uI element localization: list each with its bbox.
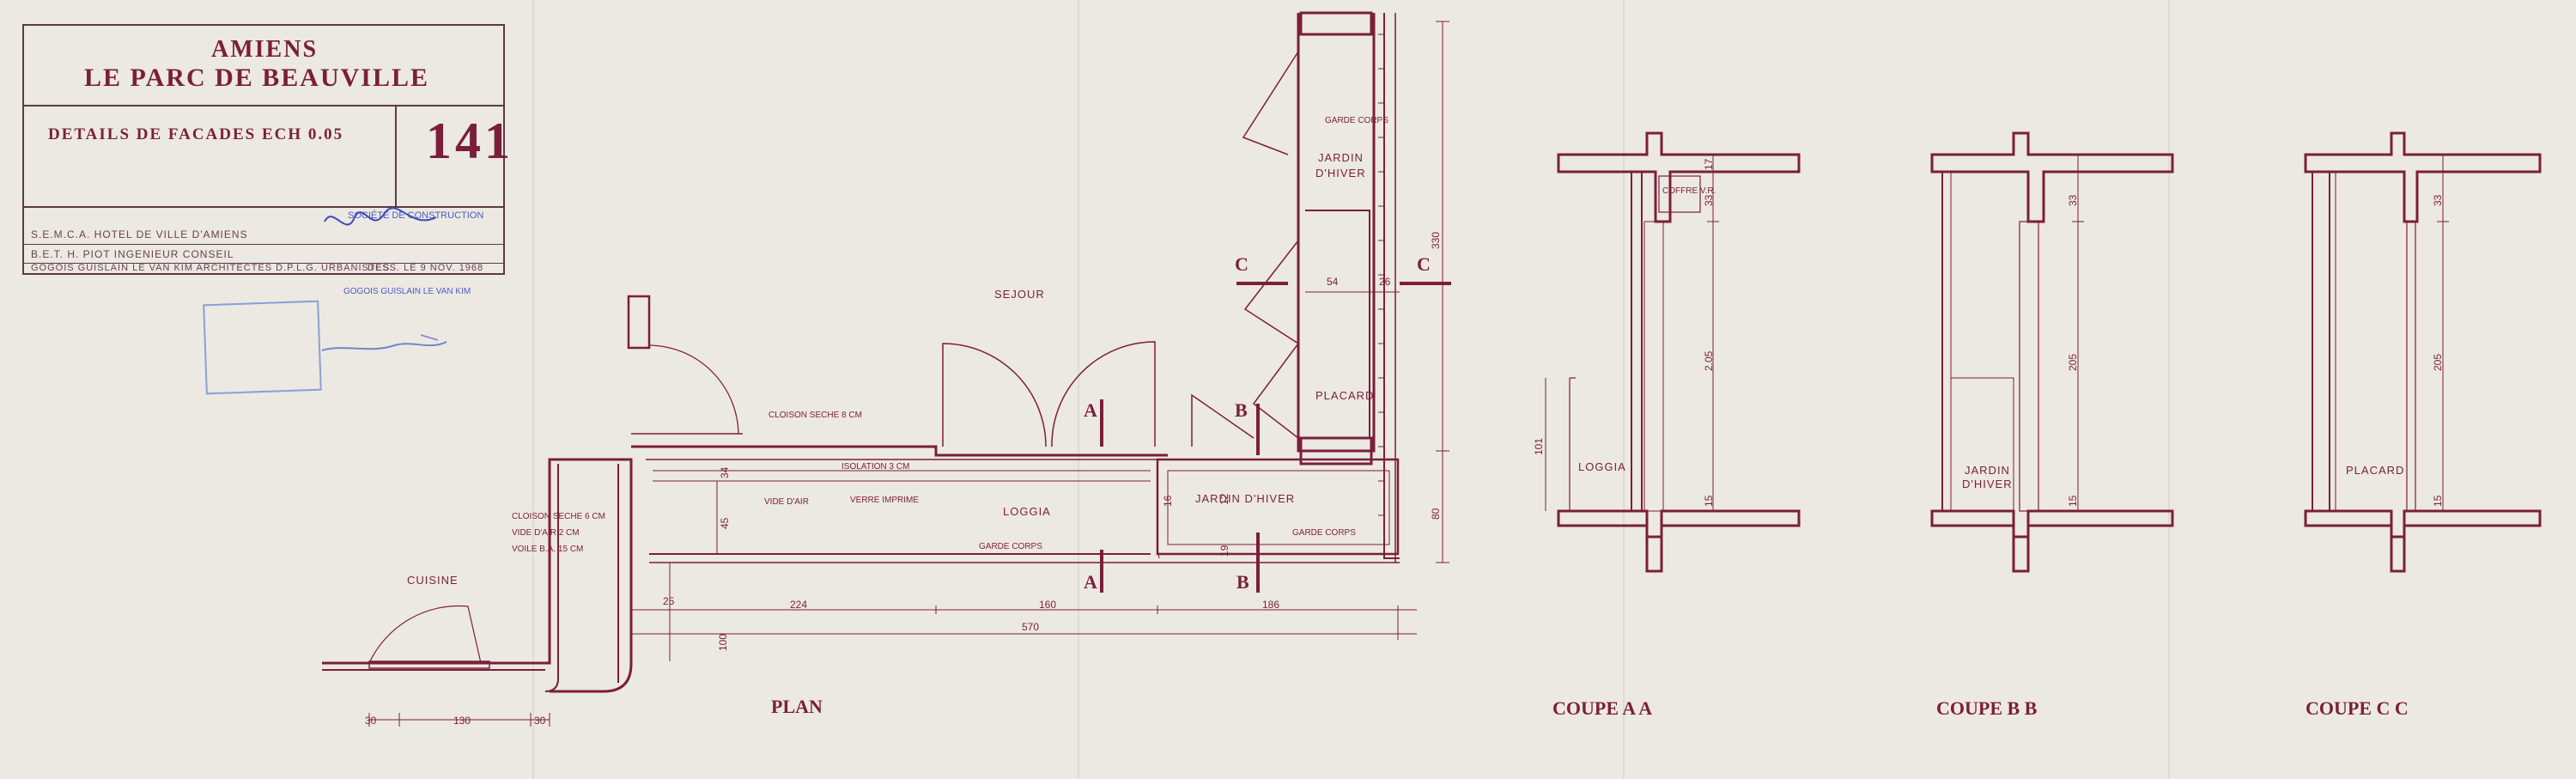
coupe-cc-d33: 33	[2432, 194, 2444, 206]
owner-line: S.E.M.C.A. HOTEL DE VILLE D'AMIENS	[31, 228, 248, 240]
coupe-aa-loggia: LOGGIA	[1578, 460, 1626, 473]
dess-line: DESS. LE 9 NOV. 1968	[368, 263, 484, 273]
dim-16: 16	[1162, 495, 1174, 507]
label-cloison-seche-6: CLOISON SECHE 6 CM	[512, 512, 605, 521]
coupe-aa-d15: 15	[1703, 495, 1715, 507]
title-city: AMIENS	[211, 36, 319, 63]
label-verre-imprime: VERRE IMPRIME	[850, 496, 919, 505]
marker-c-right: C	[1417, 253, 1431, 275]
dim-19: 19	[1218, 545, 1230, 557]
dim-26: 26	[1379, 276, 1391, 288]
title-project: LE PARC DE BEAUVILLE	[84, 64, 430, 92]
marker-c-left: C	[1235, 253, 1249, 275]
sheet-number: 141	[426, 113, 513, 169]
sheet-title: DETAILS DE FACADES ECH 0.05	[48, 125, 344, 143]
coupe-cc-d15: 15	[2432, 495, 2444, 507]
marker-a-top: A	[1084, 399, 1097, 421]
coupe-aa-d101: 101	[1533, 438, 1545, 455]
marker-b-top: B	[1235, 399, 1248, 421]
coupe-cc-title: COUPE C C	[2306, 697, 2409, 719]
label-voile-ba: VOILE B.A. 15 CM	[512, 545, 583, 554]
label-garde-corps-2: GARDE CORPS	[1292, 528, 1356, 538]
coupe-cc-placard: PLACARD	[2346, 464, 2404, 477]
dim-80: 80	[1430, 508, 1442, 520]
coupe-bb-jardin-1: JARDIN	[1965, 464, 2010, 477]
coupe-cc-d205: 205	[2432, 354, 2444, 371]
dim-54: 54	[1327, 276, 1339, 288]
plan-title: PLAN	[771, 696, 823, 717]
coupe-bb-jardin-2: D'HIVER	[1962, 478, 2013, 490]
dim-186: 186	[1262, 599, 1279, 611]
coupe-bb-d15: 15	[2067, 495, 2079, 507]
coupe-aa-coffre: COFFRE V.R.	[1662, 186, 1716, 196]
label-cuisine: CUISINE	[407, 574, 459, 587]
dim-30b: 30	[534, 715, 546, 727]
coupe-aa-d205: 2.05	[1703, 350, 1715, 371]
dim-25: 25	[663, 595, 675, 607]
marker-b-bottom: B	[1236, 571, 1249, 593]
label-jardin-upper-1: JARDIN	[1318, 151, 1364, 164]
label-jardin-hiver: JARDIN D'HIVER	[1195, 492, 1295, 505]
dim-160: 160	[1039, 599, 1056, 611]
dim-330: 330	[1430, 232, 1442, 249]
label-placard: PLACARD	[1315, 389, 1374, 402]
label-jardin-upper-2: D'HIVER	[1315, 167, 1366, 180]
architects-line: GOGOIS GUISLAIN LE VAN KIM ARCHITECTES D…	[31, 263, 391, 273]
coupe-aa-title: COUPE A A	[1552, 697, 1652, 719]
coupe-bb-d33: 33	[2067, 194, 2079, 206]
dim-224: 224	[790, 599, 807, 611]
dim-12: 12	[1218, 493, 1230, 505]
coupe-bb-d205: 205	[2067, 354, 2079, 371]
dim-30a: 30	[365, 715, 377, 727]
signature-mark-2	[324, 207, 437, 226]
label-vide-air-2: VIDE D'AIR 2 CM	[512, 528, 580, 538]
marker-a-bottom: A	[1084, 571, 1097, 593]
dim-45: 45	[719, 517, 731, 529]
label-sejour: SEJOUR	[994, 288, 1045, 301]
dim-130: 130	[453, 715, 471, 727]
coupe-aa-d17: 17	[1703, 158, 1715, 170]
label-cloison-seche-8: CLOISON SECHE 8 CM	[769, 411, 862, 420]
label-garde-corps-upper: GARDE CORPS	[1325, 116, 1388, 125]
title-block: AMIENS LE PARC DE BEAUVILLE DETAILS DE F…	[22, 24, 510, 275]
dim-570: 570	[1022, 621, 1039, 633]
dim-34: 34	[719, 466, 731, 478]
signature-mark	[321, 334, 447, 351]
label-vide-air: VIDE D'AIR	[764, 497, 809, 507]
architects-stamp: GOGOIS GUISLAIN LE VAN KIM	[343, 287, 471, 296]
label-isolation: ISOLATION 3 CM	[841, 462, 909, 472]
bet-line: B.E.T. H. PIOT INGENIEUR CONSEIL	[31, 248, 234, 260]
coupe-bb-title: COUPE B B	[1936, 697, 2038, 719]
coupe-aa-d33: 33	[1703, 194, 1715, 206]
label-garde-corps: GARDE CORPS	[979, 542, 1042, 551]
label-loggia: LOGGIA	[1003, 505, 1051, 518]
dim-100: 100	[717, 634, 729, 651]
